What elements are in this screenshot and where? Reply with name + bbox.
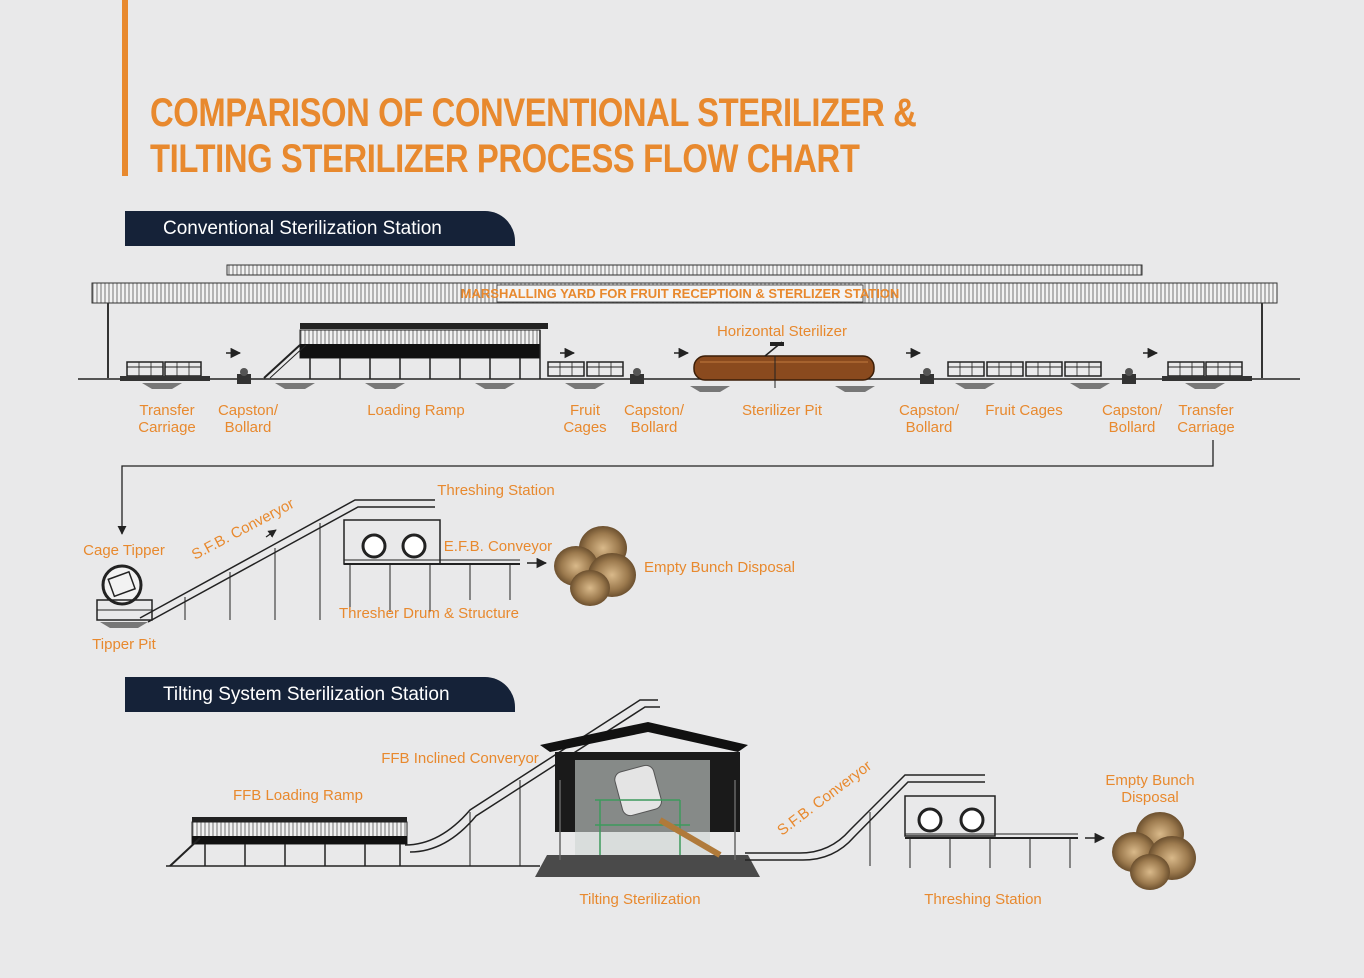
capston-bollard-4: [1122, 368, 1136, 384]
label-tipper-pit: Tipper Pit: [92, 636, 156, 653]
label-empty-bunch-disposal-1: Empty Bunch Disposal: [644, 559, 795, 576]
label-empty-bunch-disposal-2a: Empty Bunch: [1105, 772, 1194, 789]
ffb-inclined-conveyor: [404, 699, 660, 866]
label-fruit-cages-2: Fruit Cages: [985, 402, 1063, 419]
empty-bunch-cluster-1: [554, 526, 636, 606]
loading-ramp-structure: [263, 323, 548, 389]
ffb-loading-ramp: [169, 817, 408, 867]
sfb-conveyor-1: [139, 499, 435, 623]
horizontal-sterilizer: [690, 341, 875, 392]
label-sterilizer-pit: Sterilizer Pit: [742, 402, 823, 419]
transfer-carriage-1: [120, 361, 210, 389]
label-fruit-cages-1a: Fruit: [570, 402, 601, 419]
label-empty-bunch-disposal-2b: Disposal: [1121, 789, 1179, 806]
title-accent-bar: [122, 0, 128, 176]
tilting-section-heading: Tilting System Sterilization Station: [125, 677, 515, 712]
label-capston-1a: Capston/: [218, 402, 279, 419]
flow-connector-line: [117, 440, 1214, 535]
threshing-station-1: [343, 519, 520, 612]
capston-bollard-3: [920, 368, 934, 384]
label-threshing-station-2: Threshing Station: [924, 891, 1042, 908]
label-sfb-conveyor-1: S.F.B. Converyor: [189, 495, 297, 563]
label-transfer-carriage-1a: Transfer: [139, 402, 194, 419]
label-horizontal-sterilizer: Horizontal Sterilizer: [717, 323, 847, 340]
label-capston-2b: Bollard: [631, 419, 678, 436]
flow-arrow: [265, 529, 277, 538]
label-ffb-loading-ramp: FFB Loading Ramp: [233, 787, 363, 804]
conventional-section-heading: Conventional Sterilization Station: [125, 211, 515, 246]
capston-bollard-1: [237, 368, 251, 384]
empty-bunch-cluster-2: [1112, 812, 1196, 890]
fruit-cages-2: [947, 361, 1110, 389]
marshalling-yard-shed: [91, 264, 1278, 378]
label-loading-ramp: Loading Ramp: [367, 402, 465, 419]
label-tilting-sterilization: Tilting Sterilization: [579, 891, 700, 908]
label-transfer-carriage-2b: Carriage: [1177, 419, 1235, 436]
label-capston-3b: Bollard: [906, 419, 953, 436]
sfb-conveyor-2: [745, 774, 985, 866]
label-thresher-drum: Thresher Drum & Structure: [339, 605, 519, 622]
title-line-2: TILTING STERILIZER PROCESS FLOW CHART: [150, 137, 860, 181]
label-ffb-inclined-conveyor: FFB Inclined Converyor: [381, 750, 539, 767]
label-capston-4a: Capston/: [1102, 402, 1163, 419]
capston-bollard-2: [630, 368, 644, 384]
page-title: COMPARISON OF CONVENTIONAL STERILIZER & …: [150, 90, 917, 182]
title-line-1: COMPARISON OF CONVENTIONAL STERILIZER &: [150, 91, 917, 135]
label-transfer-carriage-2a: Transfer: [1178, 402, 1233, 419]
transfer-carriage-2: [1162, 361, 1252, 389]
marshalling-yard-banner: MARSHALLING YARD FOR FRUIT RECEPTIOIN & …: [461, 286, 900, 301]
label-transfer-carriage-1b: Carriage: [138, 419, 196, 436]
label-threshing-station-1: Threshing Station: [437, 482, 555, 499]
threshing-station-2: [904, 795, 1078, 868]
label-capston-1b: Bollard: [225, 419, 272, 436]
label-efb-conveyor: E.F.B. Conveyor: [444, 538, 552, 555]
label-cage-tipper: Cage Tipper: [83, 542, 165, 559]
label-fruit-cages-1b: Cages: [563, 419, 606, 436]
label-capston-2a: Capston/: [624, 402, 685, 419]
label-capston-3a: Capston/: [899, 402, 960, 419]
cage-tipper: [96, 564, 153, 628]
label-sfb-conveyor-2: S.F.B. Converyor: [774, 757, 875, 839]
tilting-sterilization-building: [535, 722, 760, 877]
label-capston-4b: Bollard: [1109, 419, 1156, 436]
fruit-cages-1: [547, 361, 624, 389]
